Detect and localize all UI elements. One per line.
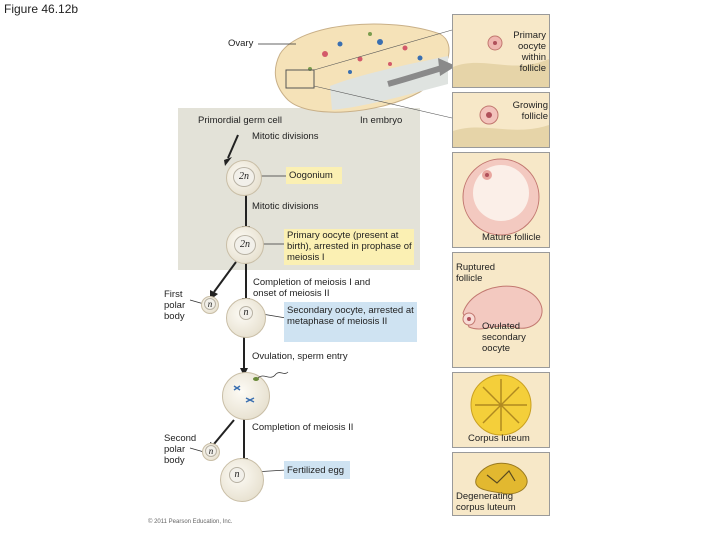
panel-corpus-luteum bbox=[452, 372, 550, 448]
completion-meiosis-1-label: Completion of meiosis I and onset of mei… bbox=[253, 277, 371, 299]
mitotic-divisions-1: Mitotic divisions bbox=[252, 131, 319, 142]
second-polar-body-label: Second polar body bbox=[164, 433, 197, 466]
secondary-oocyte-cell bbox=[226, 298, 266, 338]
fertilized-egg-label: Fertilized egg bbox=[287, 465, 345, 476]
primary-oocyte-nucleus: 2n bbox=[234, 235, 256, 255]
second-polar-body-nucleus: n bbox=[205, 445, 217, 457]
panel-growing-follicle bbox=[452, 92, 550, 148]
panel-mature-follicle bbox=[452, 152, 550, 248]
sperm-entry-cell bbox=[222, 372, 270, 420]
oogonium-label: Oogonium bbox=[289, 170, 333, 181]
oogonium-highlight bbox=[286, 167, 342, 184]
figure-title: Figure 46.12b bbox=[4, 2, 79, 16]
ovulation-label: Ovulation, sperm entry bbox=[252, 351, 348, 362]
stage-degenerating-corpus-luteum: Degenerating corpus luteum bbox=[456, 491, 516, 513]
stage-mature-follicle: Mature follicle bbox=[482, 232, 541, 243]
primordial-label: Primordial germ cell bbox=[198, 115, 282, 126]
panel-primary-follicle bbox=[452, 14, 550, 88]
first-polar-body-nucleus: n bbox=[204, 298, 216, 310]
fertilized-egg-highlight bbox=[284, 461, 350, 479]
secondary-oocyte-label: Secondary oocyte, arrested at metaphase … bbox=[287, 305, 414, 327]
stage-primary-follicle: Primary oocyte within follicle bbox=[513, 30, 546, 74]
mitotic-divisions-2: Mitotic divisions bbox=[252, 201, 319, 212]
copyright-text: © 2011 Pearson Education, Inc. bbox=[148, 519, 233, 525]
secondary-oocyte-highlight bbox=[284, 302, 417, 342]
stage-growing-follicle: Growing follicle bbox=[512, 100, 548, 122]
sperm-icon bbox=[253, 371, 289, 381]
stage-ruptured-follicle: Ruptured follicle bbox=[456, 262, 496, 284]
stage-corpus-luteum: Corpus luteum bbox=[468, 433, 530, 444]
completion-meiosis-2-label: Completion of meiosis II bbox=[252, 422, 354, 433]
stage-ovulated-oocyte: Ovulated secondary oocyte bbox=[482, 321, 526, 354]
chromosome-icon bbox=[233, 385, 255, 403]
primary-oocyte-label: Primary oocyte (present at birth), arres… bbox=[287, 230, 412, 263]
primary-oocyte-highlight bbox=[284, 229, 414, 265]
secondary-oocyte-nucleus: n bbox=[239, 306, 253, 320]
panel-ruptured-follicle bbox=[452, 252, 550, 368]
panel-degenerating-corpus-luteum bbox=[452, 452, 550, 516]
in-embryo-label: In embryo bbox=[360, 115, 403, 126]
fertilized-egg-nucleus: n bbox=[229, 467, 245, 483]
ovary-label: Ovary bbox=[228, 38, 254, 49]
oogonium-nucleus: 2n bbox=[233, 167, 255, 187]
first-polar-body-label: First polar body bbox=[164, 289, 186, 322]
